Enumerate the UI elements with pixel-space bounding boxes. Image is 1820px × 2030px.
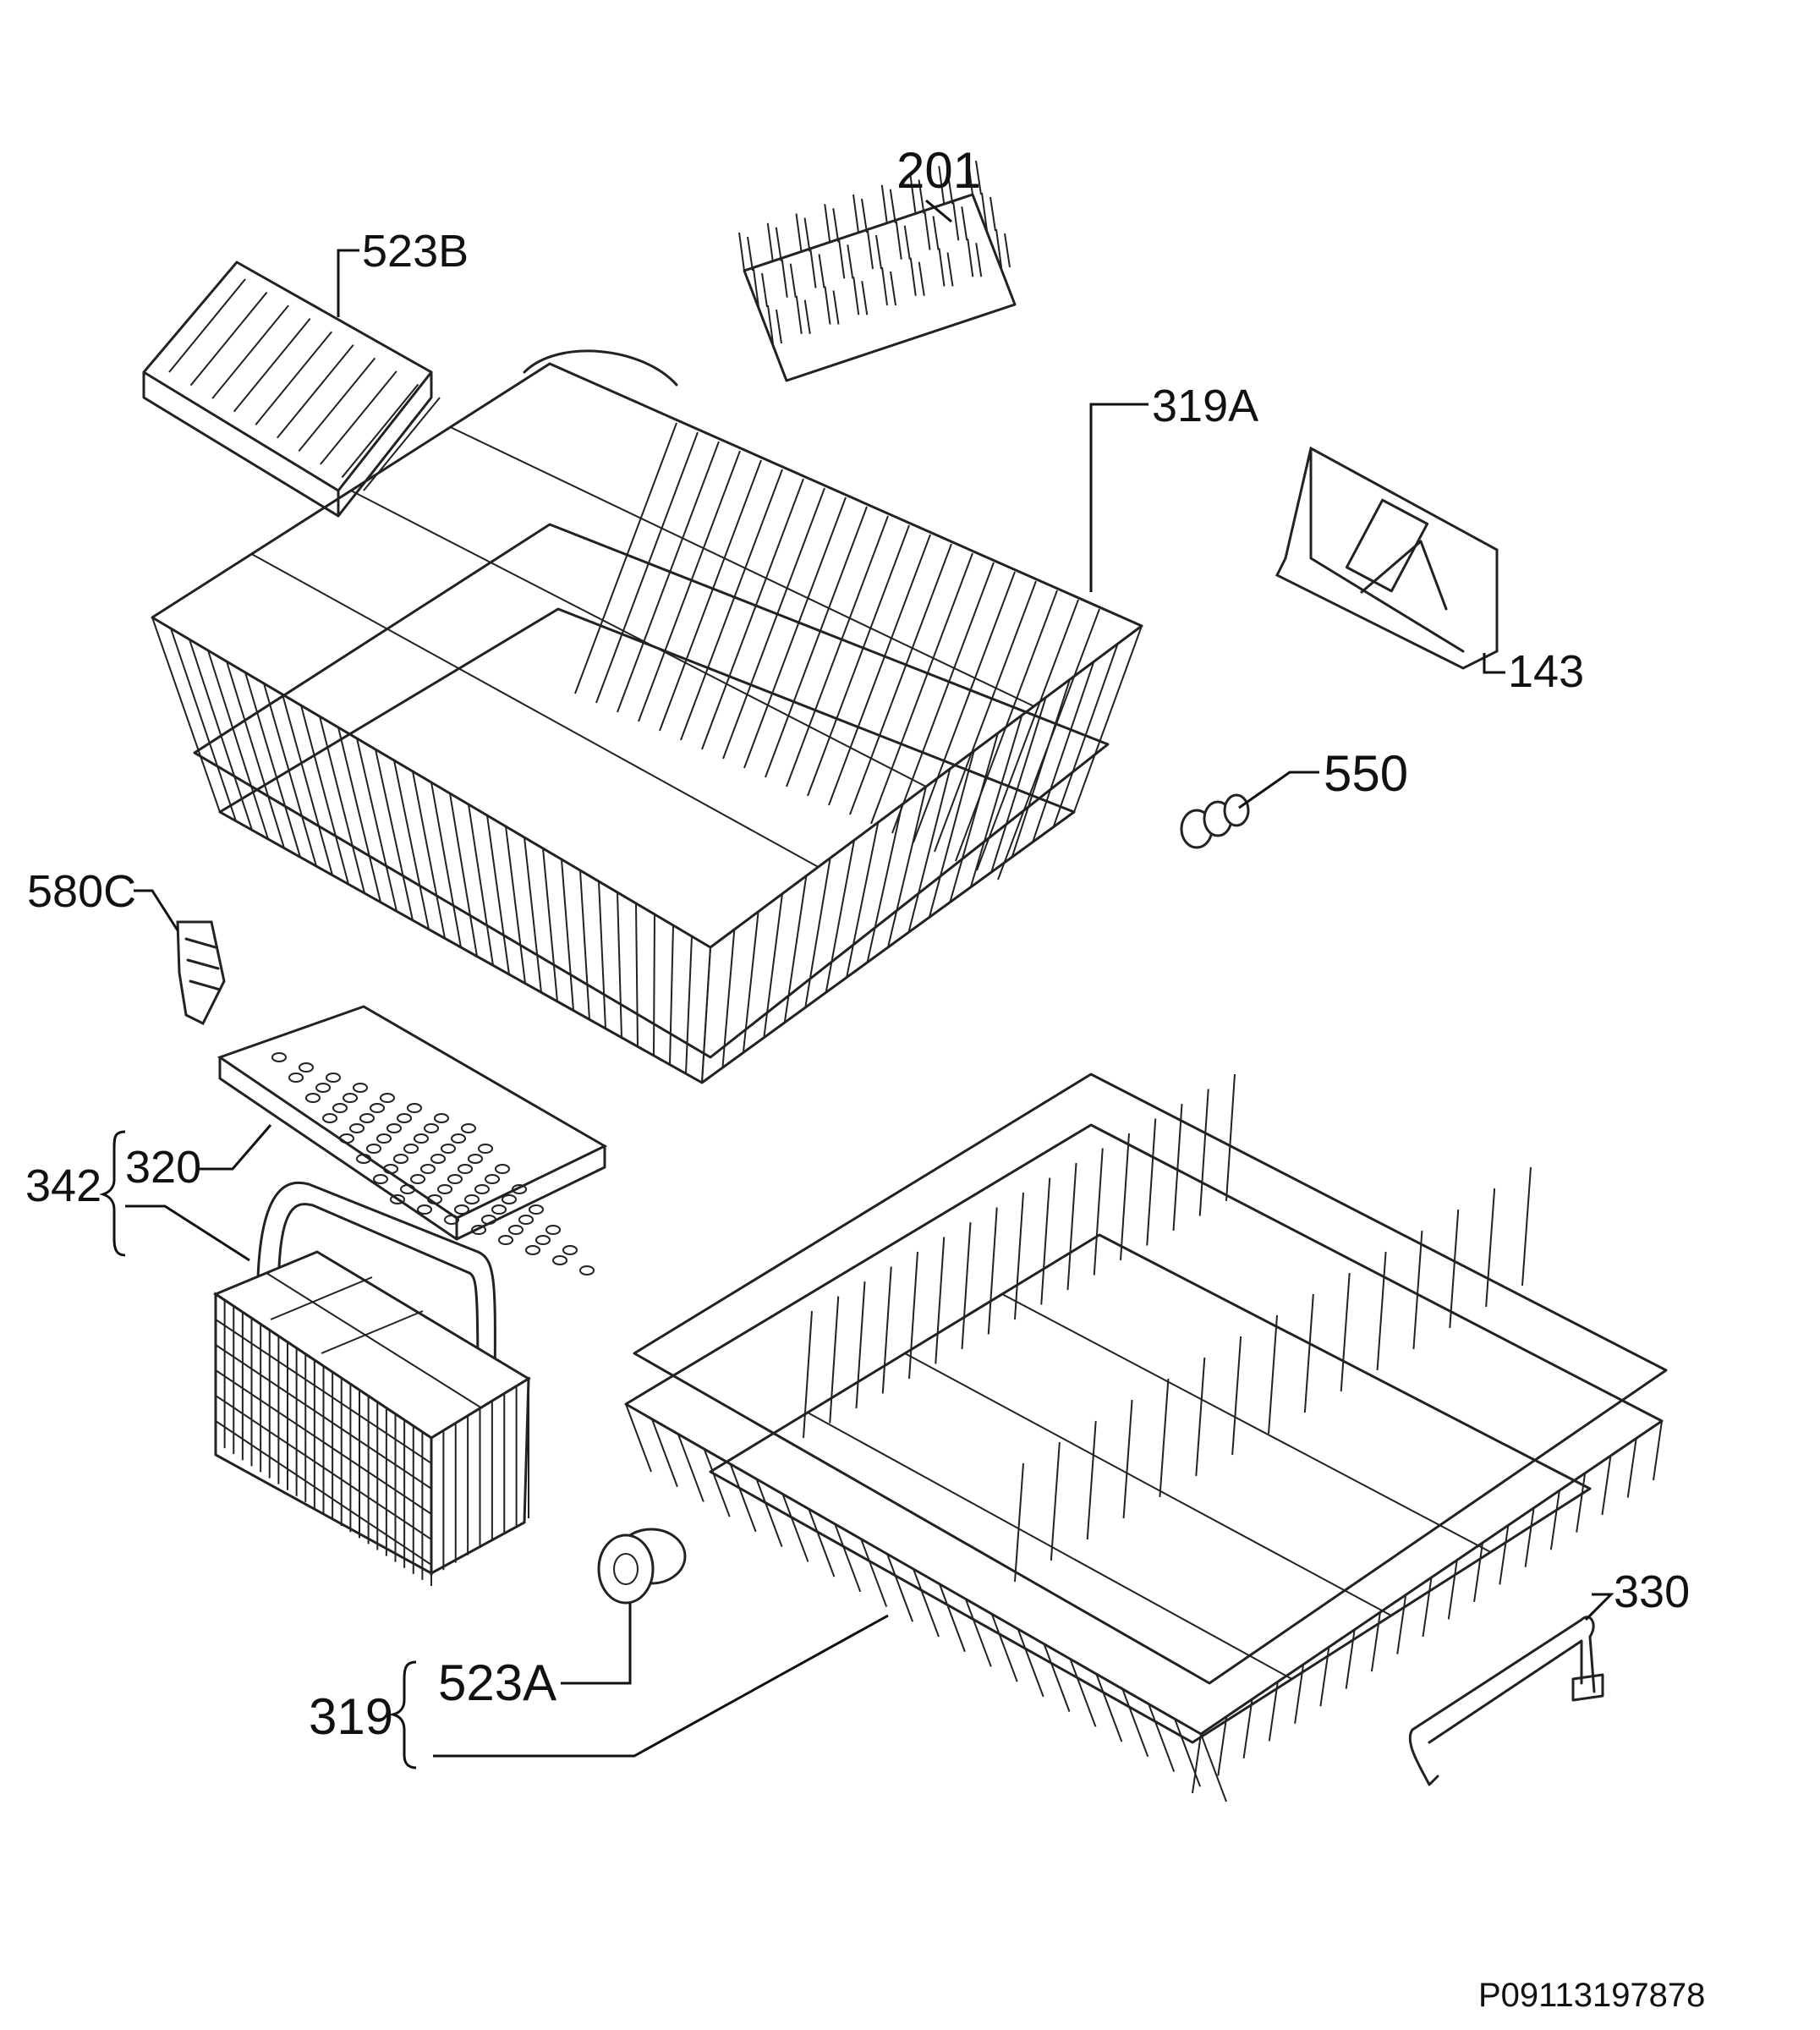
label-320: 320 (125, 1142, 201, 1193)
label-143: 143 (1508, 646, 1584, 697)
label-319a: 319A (1152, 381, 1258, 431)
label-342: 342 (25, 1160, 101, 1211)
label-523b: 523B (362, 226, 469, 277)
part-319a-upper-basket (151, 349, 1143, 1084)
part-523a-wheel (597, 1528, 687, 1605)
label-201: 201 (896, 142, 981, 199)
part-320-basket-lid (217, 1005, 608, 1276)
label-523a: 523A (438, 1654, 556, 1711)
part-330-handle (1408, 1616, 1604, 1786)
part-319-lower-basket (624, 1073, 1668, 1802)
part-523b-rack-insert (142, 261, 441, 518)
label-319: 319 (309, 1688, 393, 1745)
label-550: 550 (1324, 745, 1408, 802)
label-580c: 580C (27, 866, 136, 917)
part-580c-clip (176, 920, 226, 1026)
leader-lines (99, 199, 1614, 1769)
part-550-connector (1180, 793, 1250, 849)
part-201-tine-insert (738, 156, 1017, 382)
label-330: 330 (1614, 1566, 1690, 1617)
drawing-code: P09113197878 (1478, 1977, 1705, 2014)
part-143-rail-bracket (1275, 446, 1499, 670)
part-labels: 201 523B 319A 143 550 580C 342 320 523A … (25, 142, 1690, 1745)
part-342-cutlery-basket (212, 1181, 531, 1586)
